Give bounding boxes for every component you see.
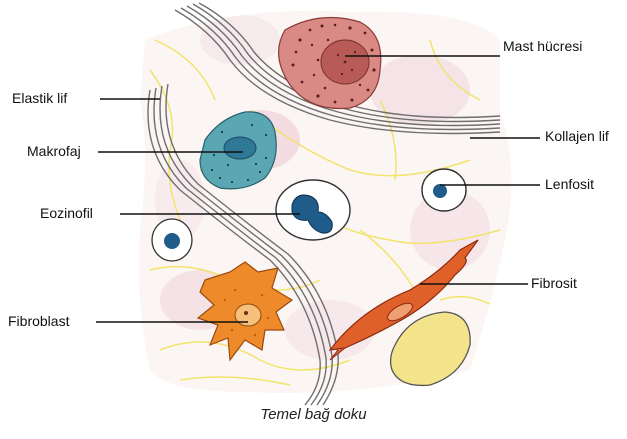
- label-fibroblast: Fibroblast: [8, 313, 69, 329]
- label-macrophage: Makrofaj: [27, 143, 81, 159]
- lymphocyte: [422, 169, 466, 211]
- label-collagen-fiber: Kollajen lif: [545, 128, 609, 144]
- small-lymphocyte: [152, 219, 192, 261]
- label-mast-cell: Mast hücresi: [503, 38, 582, 54]
- label-elastic-fiber: Elastik lif: [12, 90, 67, 106]
- label-fibrocyte: Fibrosit: [531, 275, 577, 291]
- label-lymphocyte: Lenfosit: [545, 176, 594, 192]
- label-eosinophil: Eozinofil: [40, 205, 93, 221]
- eosinophil: [276, 180, 350, 240]
- figure-caption: Temel bağ doku: [0, 406, 627, 423]
